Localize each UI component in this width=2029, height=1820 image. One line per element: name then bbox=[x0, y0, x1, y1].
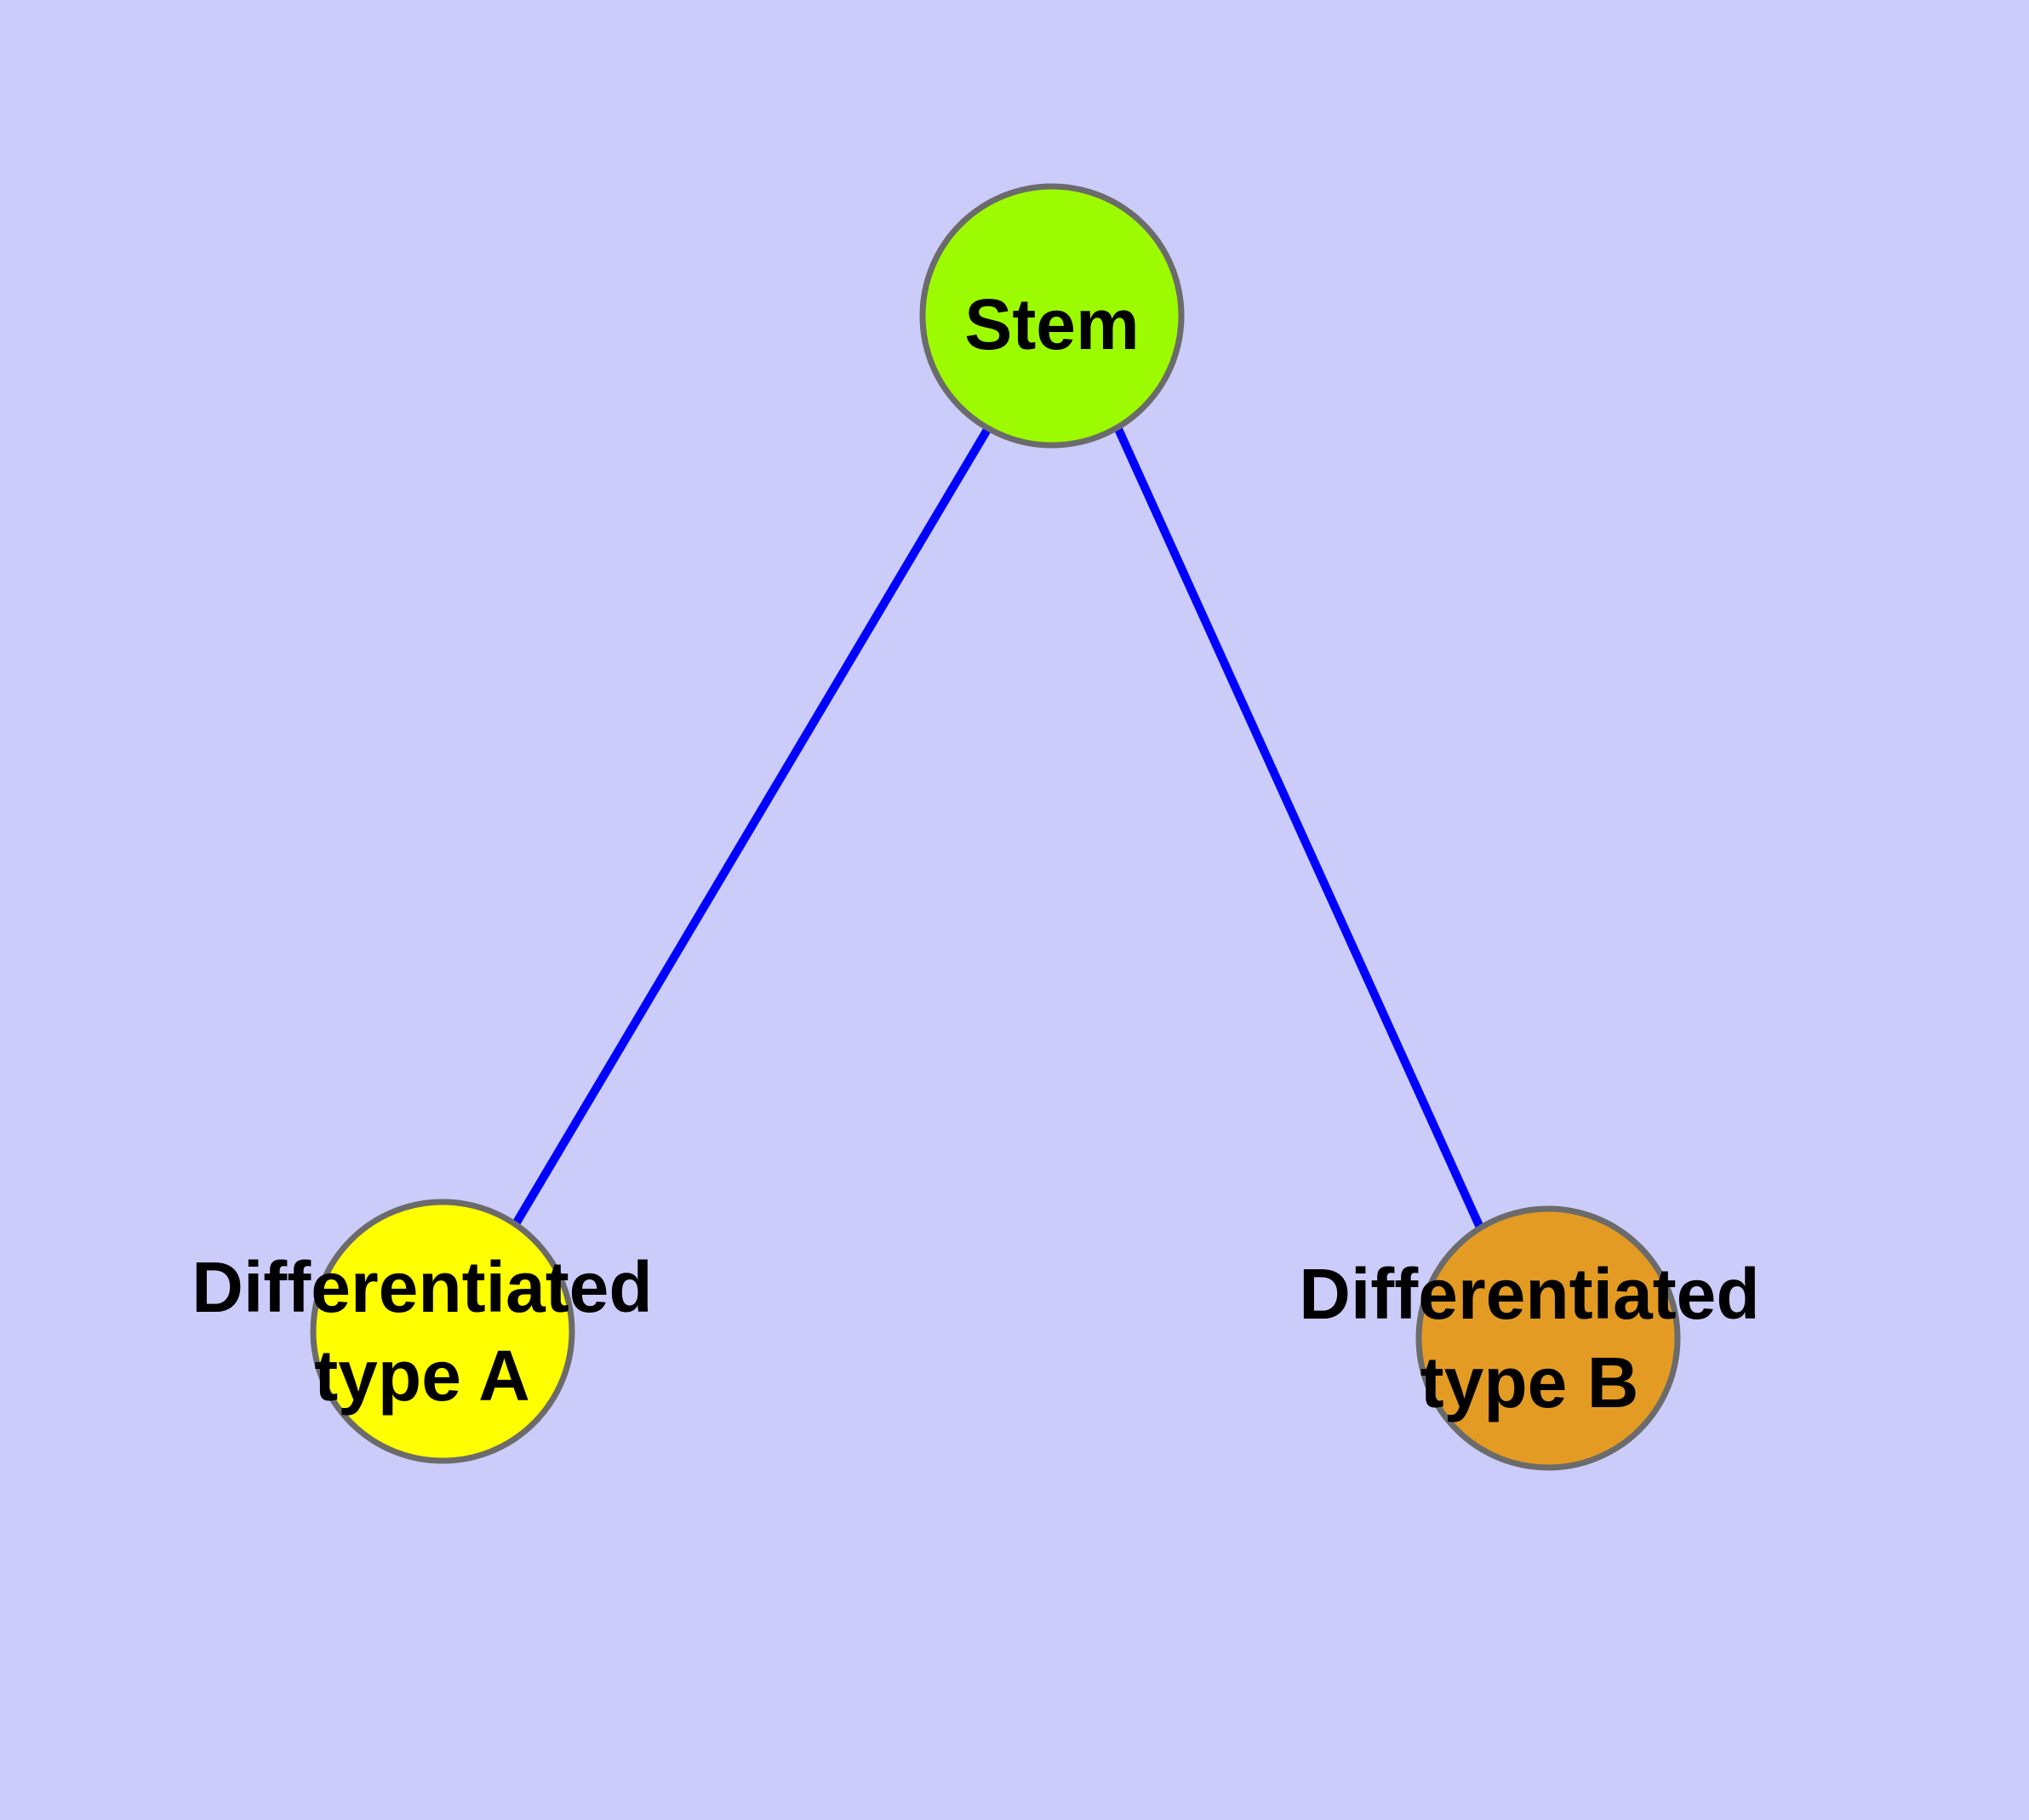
node-differentiated-type-a-circle[interactable] bbox=[310, 1199, 575, 1464]
node-label-line: Stem bbox=[964, 284, 1139, 364]
node-stem-label: Stem bbox=[964, 284, 1139, 364]
node-label-line: Differentiated bbox=[1299, 1254, 1759, 1334]
node-differentiated-type-a-label: Differentiated type A bbox=[191, 1247, 652, 1416]
node-stem-circle[interactable] bbox=[919, 183, 1185, 449]
node-layer: Stem Differentiated type A Differentiated… bbox=[191, 183, 1760, 1471]
edge-stem-to-differentiated-type-b[interactable] bbox=[1114, 426, 1484, 1230]
node-label-line: type B bbox=[1420, 1342, 1639, 1422]
edge-stem-to-differentiated-type-a[interactable] bbox=[512, 426, 992, 1225]
node-differentiated-type-b-circle[interactable] bbox=[1415, 1205, 1681, 1471]
node-label-line: type A bbox=[314, 1336, 530, 1416]
node-differentiated-type-a[interactable]: Differentiated type A bbox=[191, 1199, 653, 1464]
edge-layer bbox=[512, 426, 1484, 1230]
node-stem[interactable]: Stem bbox=[919, 183, 1185, 449]
node-label-line: Differentiated bbox=[191, 1247, 652, 1327]
